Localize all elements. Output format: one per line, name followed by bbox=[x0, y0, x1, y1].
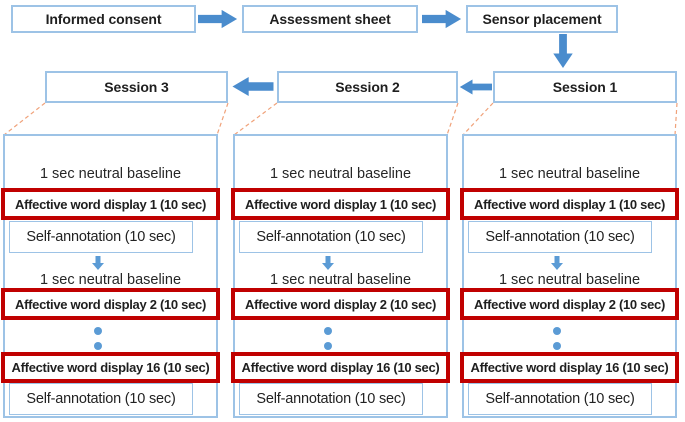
arrow-down-icon bbox=[91, 256, 105, 271]
neutral-baseline-label: 1 sec neutral baseline bbox=[269, 166, 412, 182]
arrow-left-icon bbox=[229, 76, 276, 97]
arrow-right-icon bbox=[420, 9, 464, 29]
self-annotation-box: Self-annotation (10 sec) bbox=[239, 383, 423, 415]
arrow-down-icon bbox=[549, 34, 577, 69]
session-2-label: Session 2 bbox=[335, 79, 400, 95]
self-annotation-label: Self-annotation (10 sec) bbox=[26, 391, 176, 407]
session-1-detail-panel: 1 sec neutral baseline Affective word di… bbox=[460, 134, 679, 418]
affective-word-display-2-box: Affective word display 2 (10 sec) bbox=[231, 288, 450, 320]
sensor-placement-label: Sensor placement bbox=[482, 11, 602, 27]
affective-word-display-2-box: Affective word display 2 (10 sec) bbox=[460, 288, 679, 320]
self-annotation-label: Self-annotation (10 sec) bbox=[256, 229, 406, 245]
neutral-baseline-label: 1 sec neutral baseline bbox=[498, 272, 641, 288]
dashed-connector bbox=[446, 102, 459, 136]
self-annotation-box: Self-annotation (10 sec) bbox=[239, 221, 423, 253]
affective-word-display-1-box: Affective word display 1 (10 sec) bbox=[231, 188, 450, 220]
session-1-box: Session 1 bbox=[493, 71, 677, 103]
dashed-connector bbox=[3, 102, 46, 136]
session-3-label: Session 3 bbox=[104, 79, 169, 95]
neutral-baseline-label: 1 sec neutral baseline bbox=[39, 272, 182, 288]
session-1-label: Session 1 bbox=[552, 79, 618, 95]
affective-word-display-16-label: Affective word display 16 (10 sec) bbox=[241, 360, 440, 375]
self-annotation-label: Self-annotation (10 sec) bbox=[485, 391, 635, 407]
vertical-ellipsis-dots-icon bbox=[94, 327, 102, 335]
arrow-down-icon bbox=[550, 256, 564, 271]
vertical-ellipsis-dots-icon bbox=[553, 342, 561, 350]
session-2-detail-panel: 1 sec neutral baseline Affective word di… bbox=[231, 134, 450, 418]
affective-word-display-1-label: Affective word display 1 (10 sec) bbox=[15, 196, 206, 212]
vertical-ellipsis-dots-icon bbox=[94, 342, 102, 350]
assessment-sheet-label: Assessment sheet bbox=[269, 11, 391, 27]
informed-consent-label: Informed consent bbox=[45, 11, 162, 27]
arrow-right-icon bbox=[198, 9, 238, 29]
affective-word-display-16-box: Affective word display 16 (10 sec) bbox=[1, 352, 220, 383]
self-annotation-box: Self-annotation (10 sec) bbox=[9, 383, 193, 415]
self-annotation-box: Self-annotation (10 sec) bbox=[468, 221, 652, 253]
sensor-placement-box: Sensor placement bbox=[466, 5, 618, 33]
session-3-detail-panel: 1 sec neutral baseline Affective word di… bbox=[1, 134, 220, 418]
self-annotation-box: Self-annotation (10 sec) bbox=[468, 383, 652, 415]
arrow-down-icon bbox=[321, 256, 335, 271]
affective-word-display-2-label: Affective word display 2 (10 sec) bbox=[245, 296, 436, 312]
vertical-ellipsis-dots-icon bbox=[324, 342, 332, 350]
session-3-box: Session 3 bbox=[45, 71, 228, 103]
affective-word-display-2-box: Affective word display 2 (10 sec) bbox=[1, 288, 220, 320]
dashed-connector bbox=[462, 102, 494, 136]
affective-word-display-16-box: Affective word display 16 (10 sec) bbox=[460, 352, 679, 383]
assessment-sheet-box: Assessment sheet bbox=[242, 5, 418, 33]
self-annotation-label: Self-annotation (10 sec) bbox=[485, 229, 635, 245]
vertical-ellipsis-dots-icon bbox=[553, 327, 561, 335]
neutral-baseline-label: 1 sec neutral baseline bbox=[498, 166, 641, 182]
neutral-baseline-label: 1 sec neutral baseline bbox=[39, 166, 182, 182]
dashed-connector bbox=[674, 102, 678, 136]
arrow-left-icon bbox=[459, 77, 492, 97]
affective-word-display-16-label: Affective word display 16 (10 sec) bbox=[11, 360, 210, 375]
affective-word-display-16-label: Affective word display 16 (10 sec) bbox=[470, 360, 669, 375]
informed-consent-box: Informed consent bbox=[11, 5, 196, 33]
affective-word-display-2-label: Affective word display 2 (10 sec) bbox=[15, 296, 206, 312]
vertical-ellipsis-dots-icon bbox=[324, 327, 332, 335]
affective-word-display-1-box: Affective word display 1 (10 sec) bbox=[1, 188, 220, 220]
self-annotation-label: Self-annotation (10 sec) bbox=[26, 229, 176, 245]
affective-word-display-1-label: Affective word display 1 (10 sec) bbox=[245, 196, 436, 212]
dashed-connector bbox=[216, 102, 229, 136]
dashed-connector bbox=[233, 102, 278, 136]
affective-word-display-1-label: Affective word display 1 (10 sec) bbox=[474, 196, 665, 212]
session-2-box: Session 2 bbox=[277, 71, 458, 103]
affective-word-display-2-label: Affective word display 2 (10 sec) bbox=[474, 296, 665, 312]
neutral-baseline-label: 1 sec neutral baseline bbox=[269, 272, 412, 288]
self-annotation-box: Self-annotation (10 sec) bbox=[9, 221, 193, 253]
affective-word-display-1-box: Affective word display 1 (10 sec) bbox=[460, 188, 679, 220]
affective-word-display-16-box: Affective word display 16 (10 sec) bbox=[231, 352, 450, 383]
self-annotation-label: Self-annotation (10 sec) bbox=[256, 391, 406, 407]
